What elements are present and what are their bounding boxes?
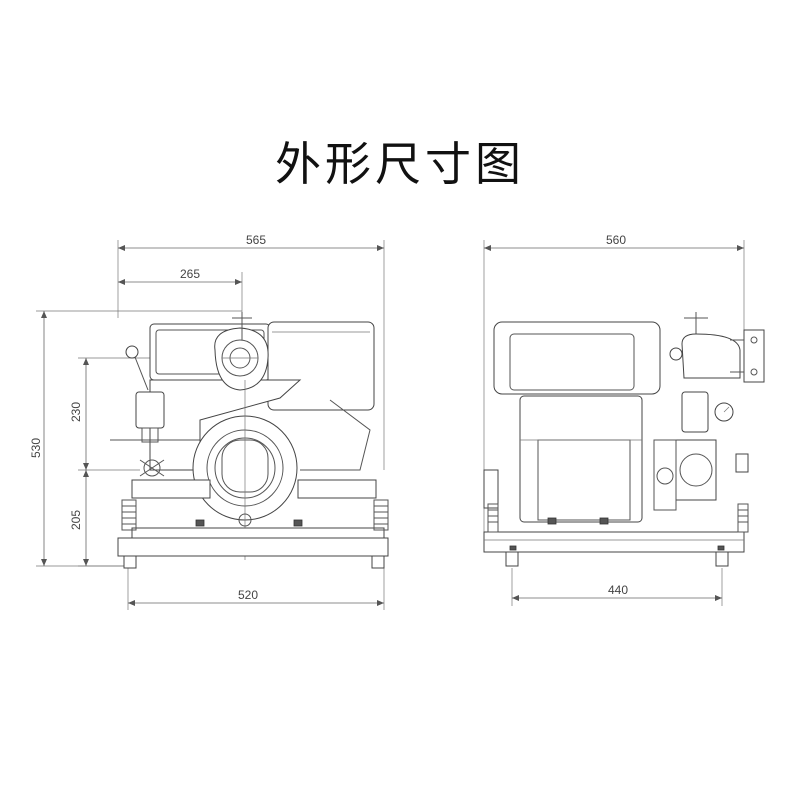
dim-label-230: 230: [69, 402, 83, 422]
dim-front-lower-height: 205: [69, 470, 130, 567]
front-view: 565 265 530 230 205: [29, 233, 389, 610]
dim-label-560: 560: [606, 233, 626, 247]
dim-label-440: 440: [608, 583, 628, 597]
dim-label-565: 565: [246, 233, 266, 247]
pump-front-drawing: [110, 312, 389, 569]
page-title: 外形尺寸图: [275, 137, 525, 191]
dim-label-520: 520: [238, 588, 258, 602]
pump-side-drawing: [483, 312, 765, 567]
dim-front-partial-width: 265: [118, 267, 243, 320]
dim-front-overall-width: 565: [117, 233, 385, 470]
dim-side-overall-width: 560: [483, 233, 745, 540]
dim-label-205: 205: [69, 510, 83, 530]
dim-label-530: 530: [29, 438, 43, 458]
dim-label-265: 265: [180, 267, 200, 281]
side-view: 560 440: [483, 233, 765, 606]
dim-side-base-width: 440: [511, 568, 723, 606]
dim-front-base-width: 520: [127, 568, 385, 610]
